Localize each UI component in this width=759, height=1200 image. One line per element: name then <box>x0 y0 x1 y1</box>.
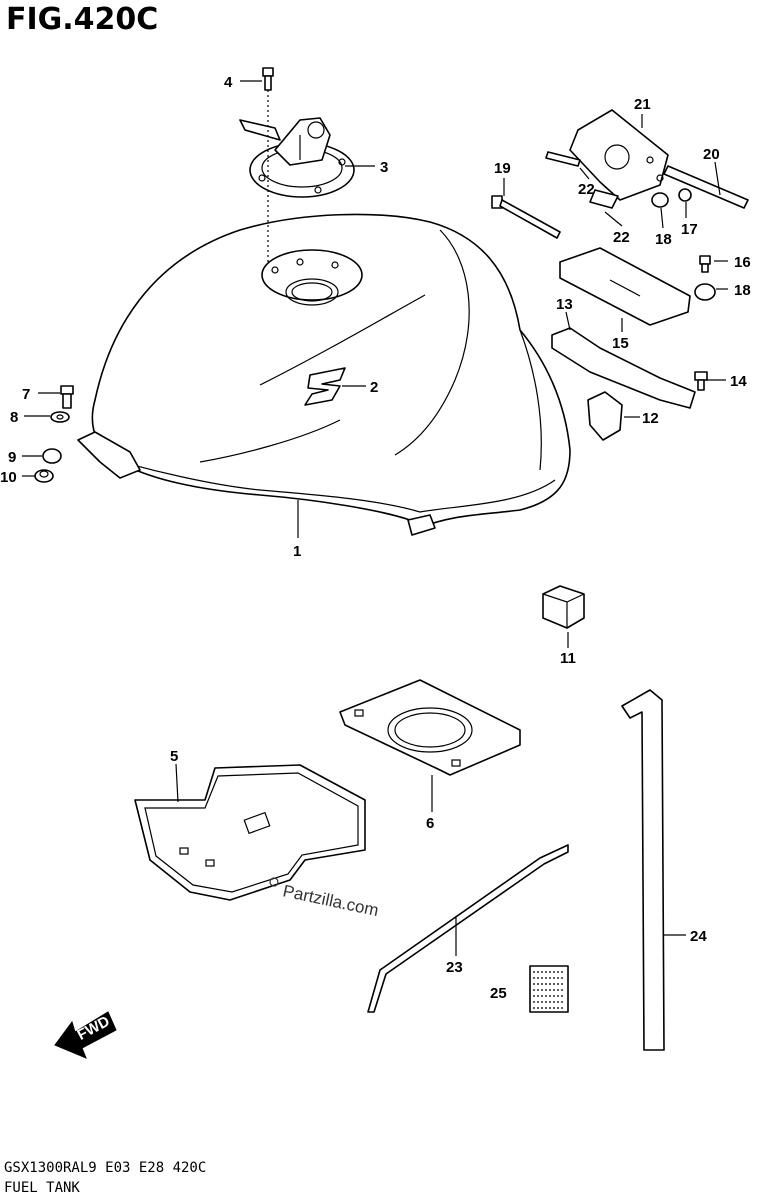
callout-5: 5 <box>170 748 178 765</box>
nut-part-18a[interactable] <box>651 192 669 208</box>
heat-shield-part-5[interactable] <box>134 764 366 901</box>
callout-25: 25 <box>490 985 507 1002</box>
tank-plate-part-6[interactable] <box>339 679 521 776</box>
callout-2: 2 <box>370 379 378 396</box>
callout-labels: 4 3 2 7 8 9 10 1 19 21 20 22 22 18 17 16… <box>0 74 751 1002</box>
figure-title: FIG.420C <box>6 2 159 37</box>
callout-9: 9 <box>8 449 16 466</box>
callout-16: 16 <box>734 254 751 271</box>
callout-23: 23 <box>446 959 463 976</box>
collar-part-10[interactable] <box>34 469 54 483</box>
tank-emblem-part[interactable] <box>304 367 346 406</box>
mesh-pad-part-25[interactable] <box>529 965 569 1013</box>
callout-13: 13 <box>556 296 573 313</box>
callout-19: 19 <box>494 160 511 177</box>
pin-part-22[interactable] <box>545 151 619 209</box>
callout-15: 15 <box>612 335 629 352</box>
fuel-cap-part[interactable] <box>239 117 355 198</box>
cap-bolt-part[interactable] <box>262 67 274 265</box>
hinge-bracket-part-21[interactable] <box>569 109 669 201</box>
bolt-part-14[interactable] <box>694 371 708 391</box>
callout-22b: 22 <box>613 229 630 246</box>
callout-21: 21 <box>634 96 651 113</box>
callout-18a: 18 <box>655 231 672 248</box>
cushion-part-11[interactable] <box>542 585 585 629</box>
callout-3: 3 <box>380 159 388 176</box>
callout-8: 8 <box>10 409 18 426</box>
bracket-part-15[interactable] <box>559 247 691 326</box>
bolt-part-19[interactable] <box>491 195 561 239</box>
callout-10: 10 <box>0 469 17 486</box>
callout-20: 20 <box>703 146 720 163</box>
bracket-part-13[interactable] <box>551 327 696 409</box>
callout-11: 11 <box>560 650 576 667</box>
bolt-part-16[interactable] <box>699 255 711 273</box>
bolt-part-17[interactable] <box>678 188 692 202</box>
shaft-part-20[interactable] <box>663 165 749 209</box>
callout-17: 17 <box>681 221 698 238</box>
leader-lines <box>22 80 728 956</box>
forward-direction-icon: FWD <box>54 1011 117 1059</box>
rod-part-23[interactable] <box>367 844 569 1013</box>
washer-part-8[interactable] <box>50 411 70 423</box>
damper-part-12[interactable] <box>587 391 623 441</box>
callout-18b: 18 <box>734 282 751 299</box>
callout-1: 1 <box>293 543 301 560</box>
callout-7: 7 <box>22 386 30 403</box>
model-code: GSX1300RAL9 E03 E28 420C <box>4 1160 207 1176</box>
callout-24: 24 <box>690 928 707 945</box>
bolt-part-7[interactable] <box>60 385 74 409</box>
callout-14: 14 <box>730 373 747 390</box>
section-name: FUEL TANK <box>4 1180 80 1196</box>
hose-part-24[interactable] <box>621 689 665 1051</box>
callout-12: 12 <box>642 410 659 427</box>
callout-4: 4 <box>224 74 233 91</box>
callout-22a: 22 <box>578 181 595 198</box>
watermark-text: Partzilla.com <box>281 881 380 920</box>
nut-part-18b[interactable] <box>694 283 716 301</box>
watermark: Partzilla.com <box>269 877 380 920</box>
grommet-part-9[interactable] <box>42 448 62 464</box>
callout-6: 6 <box>426 815 434 832</box>
